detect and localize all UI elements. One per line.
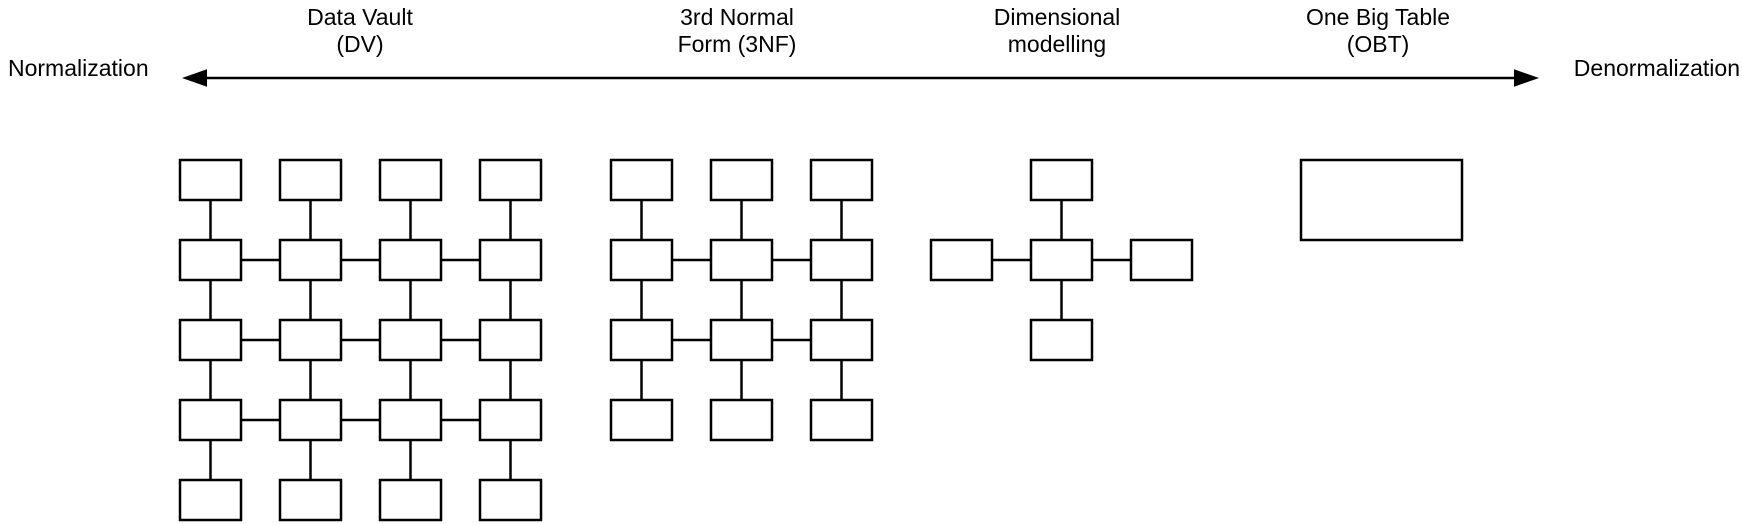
table-box — [378, 158, 443, 202]
table-box — [378, 238, 443, 282]
table-box — [278, 318, 343, 362]
table-box — [178, 238, 243, 282]
table-box — [378, 398, 443, 442]
table-box — [809, 398, 874, 442]
table-box — [478, 318, 543, 362]
spectrum-arrow — [182, 69, 1539, 87]
denormalization-label: Denormalization — [1573, 55, 1740, 81]
table-box — [278, 398, 343, 442]
table-box — [1029, 238, 1094, 282]
table-box — [809, 318, 874, 362]
table-box — [178, 478, 243, 522]
group-label-line: Dimensional — [993, 4, 1121, 30]
table-box — [609, 158, 674, 202]
group-label-line: (OBT) — [1346, 31, 1410, 57]
table-box — [709, 318, 774, 362]
table-box — [178, 398, 243, 442]
table-box — [709, 238, 774, 282]
table-box — [709, 158, 774, 202]
table-box — [278, 478, 343, 522]
group-label-line: Data Vault — [307, 4, 413, 30]
group-label-line: Form (3NF) — [677, 31, 797, 57]
group-label-one-big-table: One Big Table(OBT) — [1306, 4, 1450, 58]
table-box — [178, 158, 243, 202]
table-box — [278, 238, 343, 282]
normalization-label: Normalization — [8, 55, 149, 81]
table-box — [1029, 318, 1094, 362]
group-label-line: 3rd Normal — [680, 4, 794, 30]
arrowhead-right-icon — [1514, 69, 1539, 87]
table-box — [478, 398, 543, 442]
table-box — [278, 158, 343, 202]
table-box — [1029, 158, 1094, 202]
arrowhead-left-icon — [182, 69, 207, 87]
schema-group-one-big-table — [1299, 158, 1464, 242]
table-box — [929, 238, 994, 282]
group-label-line: modelling — [1007, 31, 1107, 57]
table-box — [178, 318, 243, 362]
table-box — [609, 318, 674, 362]
table-box — [709, 398, 774, 442]
group-label-line: One Big Table — [1305, 4, 1451, 30]
table-box — [609, 238, 674, 282]
table-box — [1299, 158, 1464, 242]
table-box — [478, 158, 543, 202]
table-box — [809, 158, 874, 202]
table-box — [1129, 238, 1194, 282]
group-label-data-vault: Data Vault(DV) — [307, 4, 413, 58]
table-box — [378, 478, 443, 522]
schema-group-third-normal-form — [609, 158, 874, 442]
table-box — [609, 398, 674, 442]
group-label-line: (DV) — [336, 31, 384, 57]
table-box — [809, 238, 874, 282]
table-box — [478, 478, 543, 522]
table-box — [478, 238, 543, 282]
schema-group-data-vault — [178, 158, 543, 522]
table-box — [378, 318, 443, 362]
schema-group-dimensional-modelling — [929, 158, 1194, 362]
